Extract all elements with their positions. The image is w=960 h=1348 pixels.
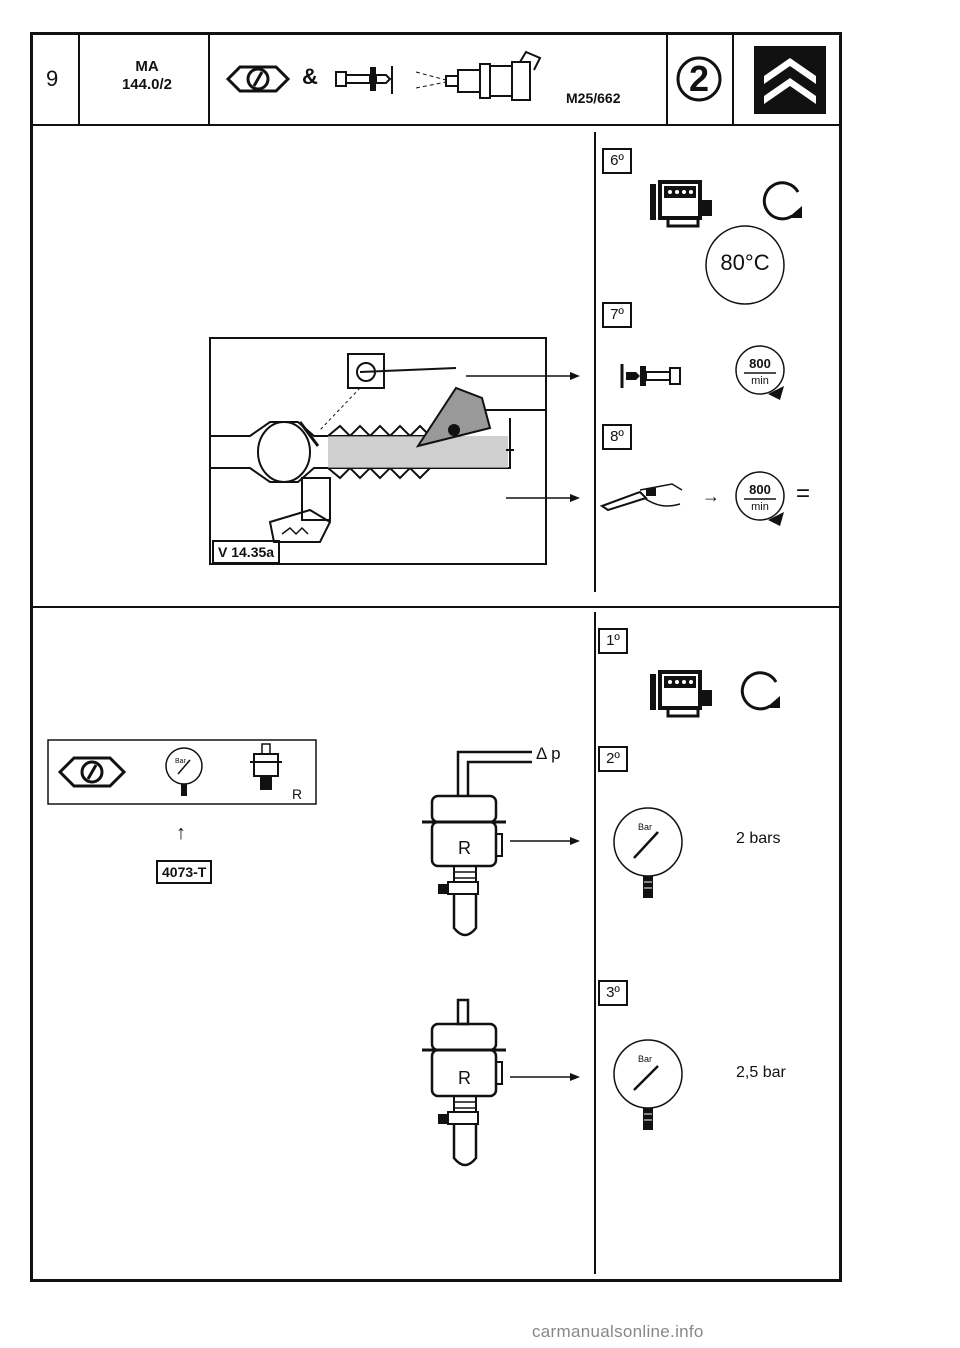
circled-number: 2 [688, 58, 710, 99]
rotation-icon [762, 181, 802, 221]
header-divider [208, 32, 210, 124]
pressure-regulator-diagram [422, 998, 506, 1167]
pinch-hose-icon [599, 483, 683, 512]
step-3-label: 3º [598, 980, 628, 1006]
step-7-label: 7º [602, 302, 632, 328]
adjustment-screw-icon [335, 66, 393, 94]
injector-icon [415, 50, 542, 101]
doc-code-line1: MA [135, 58, 159, 75]
rpm-unit: min [751, 501, 769, 513]
step-2-label: 2º [598, 746, 628, 772]
regulator-letter-small: R [292, 786, 303, 802]
doc-code-line2: 144.0/2 [121, 76, 173, 93]
pressure-regulator-diagram [422, 750, 532, 937]
pressure-gauge-icon [613, 1039, 683, 1130]
temperature-circle [705, 225, 785, 305]
gauge-unit: Bar [638, 1054, 653, 1064]
then-arrow: → [702, 486, 720, 506]
adjustment-screw-icon [620, 364, 681, 388]
step-8-label: 8º [602, 424, 632, 450]
header-divider [732, 32, 734, 124]
ref-code: M25/662 [566, 90, 621, 106]
column-divider [594, 132, 596, 592]
citroen-logo [754, 46, 826, 114]
equals-sign: = [796, 480, 811, 507]
step-6-label: 6º [602, 148, 632, 174]
regulator-letter: R [458, 1068, 471, 1088]
rotation-icon [740, 671, 780, 711]
watermark: carmanualsonline.info [532, 1322, 704, 1341]
ampersand: & [302, 64, 318, 89]
engine-icon [650, 670, 712, 718]
column-divider [594, 612, 596, 1274]
arrow-up: ↑ [176, 822, 186, 844]
inspection-eye-icon [225, 65, 291, 93]
rpm-dial-icon [735, 471, 785, 526]
rpm-value: 800 [749, 482, 771, 497]
pressure-value: 2 bars [736, 830, 781, 847]
pointer-arrows [466, 372, 580, 502]
step-1-label: 1º [598, 628, 628, 654]
gauge-unit-small: Bar [175, 758, 186, 765]
panel-divider [30, 606, 842, 608]
pressure-gauge-icon [613, 807, 683, 898]
tool-reference: 4073-T [156, 860, 213, 884]
rpm-value: 800 [749, 356, 771, 371]
gauge-unit: Bar [638, 822, 653, 832]
delta-p-label: Δ p [536, 744, 561, 763]
pointer-arrow [510, 1073, 580, 1081]
temperature-value: 80°C [720, 250, 770, 275]
tool-box [47, 739, 317, 805]
pressure-value: 2,5 bar [736, 1064, 786, 1081]
header-divider [666, 32, 668, 124]
page-number: 9 [46, 66, 59, 91]
diagram-label: V 14.35a [212, 540, 281, 564]
regulator-letter: R [458, 838, 471, 858]
throttle-body-diagram [209, 337, 547, 565]
rpm-unit: min [751, 375, 769, 387]
header-bottom-rule [30, 124, 842, 126]
header-divider [78, 32, 80, 124]
page-frame [30, 32, 842, 1282]
engine-icon [650, 180, 712, 228]
pointer-arrow [510, 837, 580, 845]
rpm-dial-icon [735, 345, 785, 400]
circled-number-badge [676, 56, 722, 102]
